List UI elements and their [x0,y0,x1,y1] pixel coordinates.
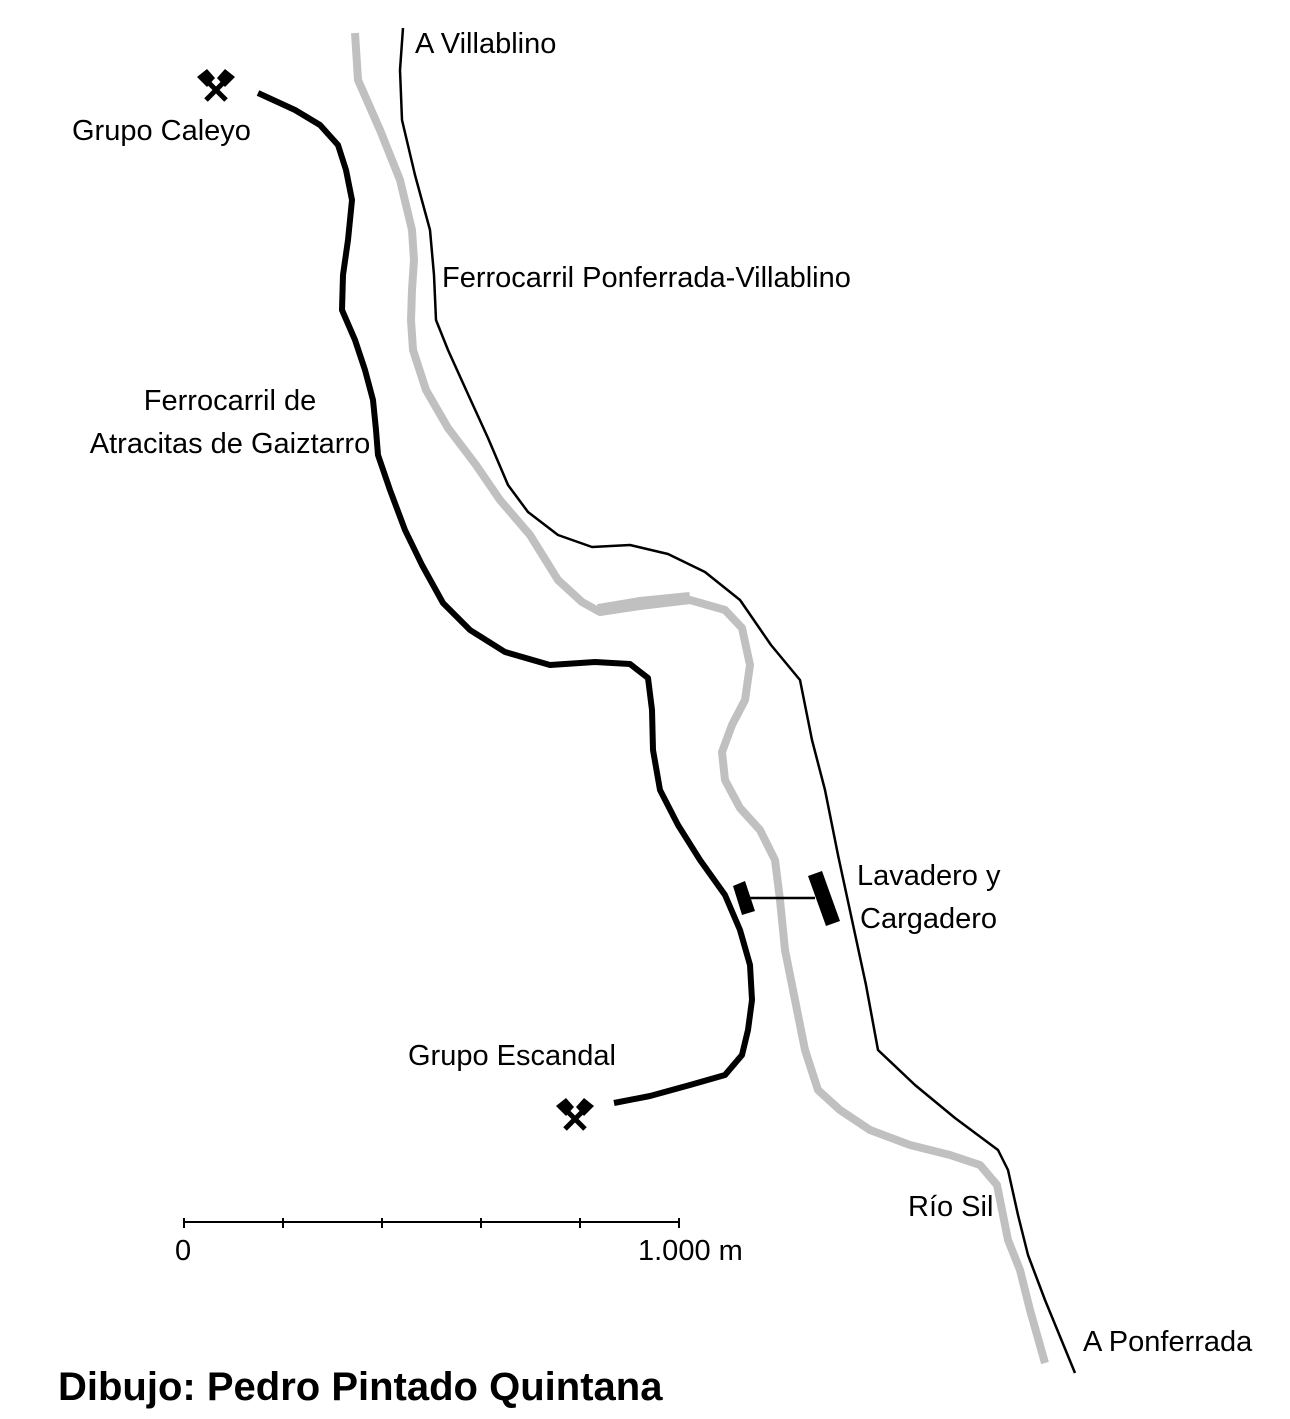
label-ferrocarril-ponferrada-villablino: Ferrocarril Ponferrada-Villablino [442,262,851,294]
scale-start-label: 0 [175,1235,191,1267]
label-lavadero-line2: Cargadero [860,903,997,935]
scale-end-label: 1.000 m [638,1235,743,1267]
cargadero-block [808,871,840,926]
lavadero-block [733,881,755,915]
railway-gaiztarro [256,90,755,1106]
label-grupo-caleyo: Grupo Caleyo [72,115,251,147]
label-gaiztarro-line2: Atracitas de Gaiztarro [90,428,370,460]
lavadero-cargadero [733,871,840,926]
label-gaiztarro-line1: Ferrocarril de [144,385,316,417]
label-villablino: A Villablino [415,28,556,60]
label-lavadero-line1: Lavadero y [857,860,1001,892]
scale-bar: 0 1.000 m [175,1218,743,1267]
river-sil [351,32,1049,1365]
label-ponferrada: A Ponferrada [1083,1326,1253,1358]
label-grupo-escandal: Grupo Escandal [408,1040,616,1072]
crossed-hammers-icon [556,1098,594,1131]
crossed-hammers-icon [197,69,235,102]
credit-text: Dibujo: Pedro Pintado Quintana [58,1365,663,1409]
river-sil-bend-widening [597,592,691,616]
railway-ponferrada-villablino [398,27,1077,1374]
label-rio-sil: Río Sil [908,1191,993,1223]
